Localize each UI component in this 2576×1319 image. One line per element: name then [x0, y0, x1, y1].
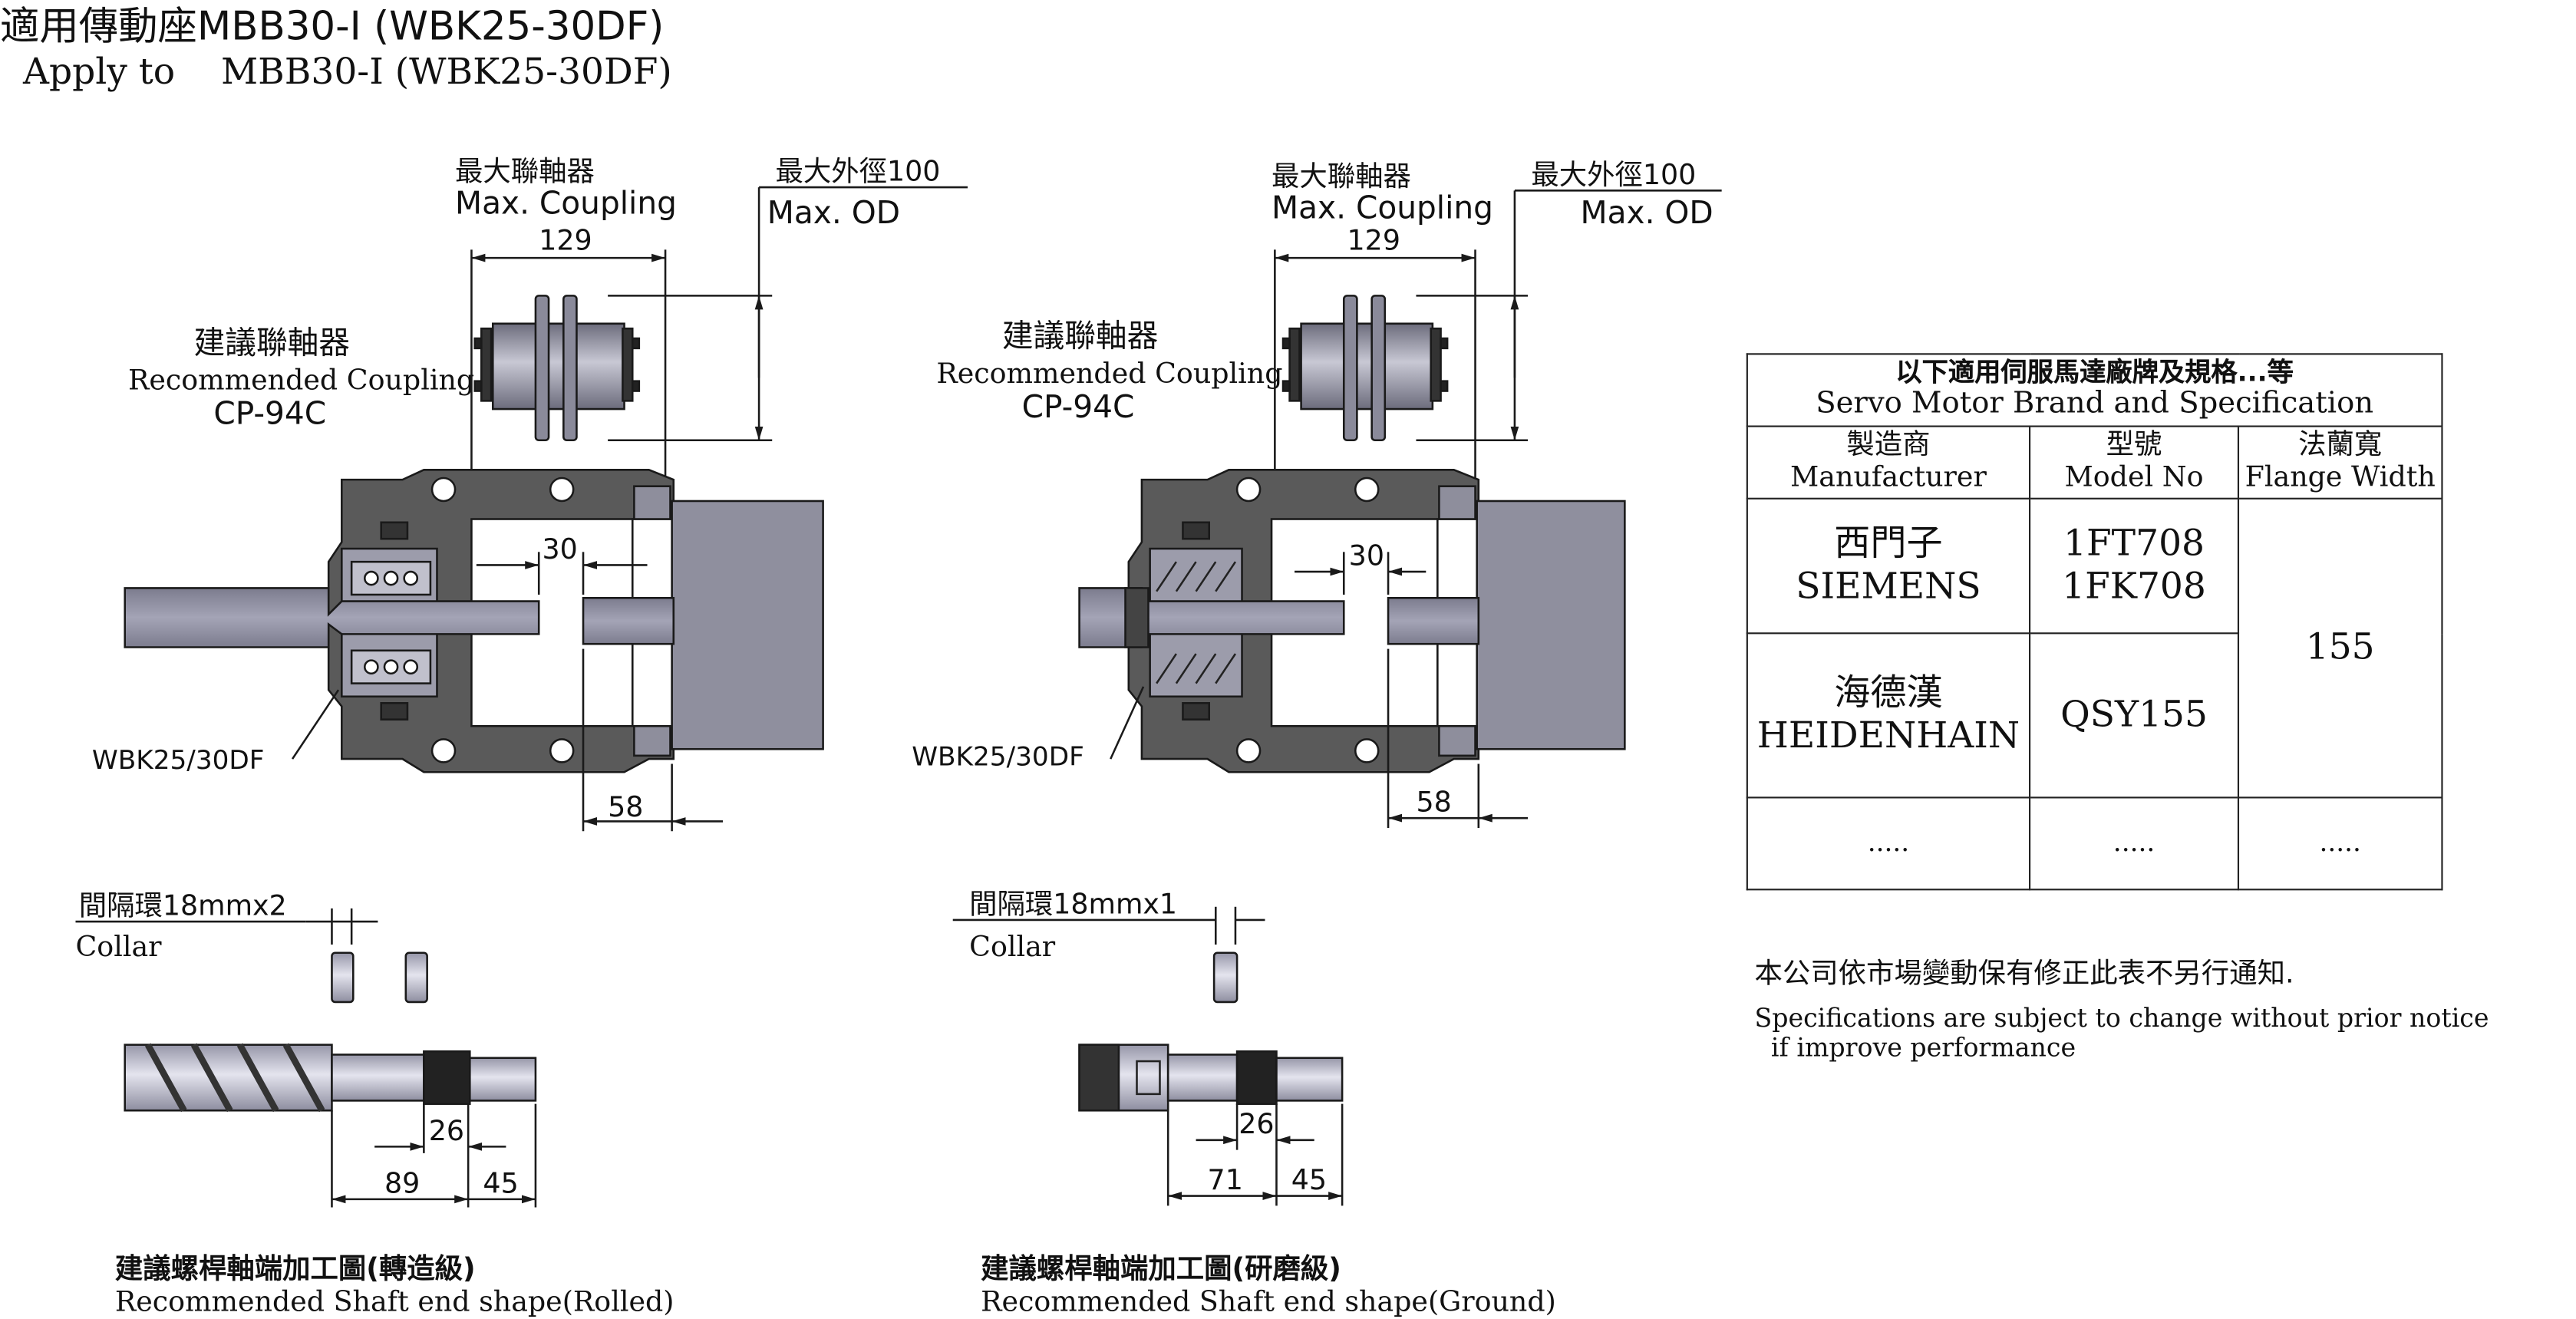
servo-motor-spec-table: 以下適用伺服馬達廠牌及規格...等 Servo Motor Brand and …: [1746, 353, 2443, 891]
shaft-caption-en: Recommended Shaft end shape(Rolled): [115, 1284, 675, 1317]
dim-shaft-b-value: 45: [1291, 1163, 1327, 1196]
notice-en: Specifications are subject to change wit…: [1754, 1004, 2489, 1063]
maker-zh: 西門子: [1834, 524, 1943, 566]
max-od-label-en: Max. OD: [767, 194, 900, 231]
recommended-coupling-model: CP-94C: [1022, 388, 1135, 425]
collar-label-zh: 間隔環18mmx1: [969, 887, 1177, 920]
recommended-coupling-model: CP-94C: [213, 394, 326, 431]
shaft-caption-zh: 建議螺桿軸端加工圖(研磨級): [981, 1252, 1341, 1285]
collar-label-en: Collar: [969, 930, 1056, 963]
assembly-drawing-ground: 最大聯軸器 Max. Coupling 最大外徑100 Max. OD 建議聯軸…: [912, 158, 1722, 1317]
table-row: 海德漢 HEIDENHAIN QSY155: [1746, 632, 2442, 799]
dim-shaft-b-value: 45: [483, 1166, 518, 1199]
header-model-en: Model No: [2064, 460, 2204, 494]
motor-flange: [1476, 500, 1626, 750]
header-flange-en: Flange Width: [2245, 460, 2436, 494]
assembly-drawing-rolled: 最大聯軸器 Max. Coupling 最大外徑100 Max. OD 建議聯軸…: [75, 154, 968, 1317]
bearing-label: WBK25/30DF: [912, 742, 1084, 773]
table-row: 西門子 SIEMENS 1FT708 1FK708 155: [1746, 497, 2443, 799]
table-row: ..... ..... .....: [1746, 796, 2443, 891]
ellipsis-cell: .....: [2237, 796, 2443, 891]
dim-coupling-value: 129: [539, 223, 592, 256]
flange-width-value: 155: [2305, 627, 2375, 669]
max-coupling-label-zh: 最大聯軸器: [455, 154, 595, 187]
notice-en-line-2: if improve performance: [1770, 1033, 2076, 1063]
header-manufacturer-en: Manufacturer: [1790, 460, 1987, 494]
bearing-leader: [1110, 686, 1145, 760]
model-cell: QSY155: [2029, 632, 2240, 799]
maker-en: HEIDENHAIN: [1756, 715, 2020, 757]
max-od-label-zh: 最大外徑100: [776, 154, 941, 187]
dim-gap-value: 30: [542, 533, 577, 566]
model-value: QSY155: [2060, 694, 2208, 736]
bearing-leader: [292, 689, 340, 760]
maker-cell: 海德漢 HEIDENHAIN: [1746, 632, 2031, 799]
recommended-coupling-label-zh: 建議聯軸器: [194, 324, 350, 361]
header-manufacturer-zh: 製造商: [1846, 428, 1931, 462]
shaft-caption-zh: 建議螺桿軸端加工圖(轉造級): [115, 1252, 476, 1285]
collar: [1212, 951, 1239, 1004]
shaft-end-ground: [1078, 1044, 1344, 1112]
collar-label-zh: 間隔環18mmx2: [79, 889, 287, 922]
header-cell-manufacturer: 製造商 Manufacturer: [1746, 425, 2031, 500]
max-coupling-label-en: Max. Coupling: [1272, 190, 1493, 226]
max-coupling-label-en: Max. Coupling: [455, 184, 677, 221]
notice: 本公司依市場變動保有修正此表不另行通知. Specifications are …: [1754, 949, 2489, 1063]
header-cell-model: 型號 Model No: [2029, 425, 2240, 500]
table-header-row: 製造商 Manufacturer 型號 Model No 法蘭寬 Flange …: [1746, 425, 2443, 500]
collar: [331, 951, 355, 1004]
recommended-coupling-label-en: Recommended Coupling: [936, 357, 1282, 390]
max-coupling-label-zh: 最大聯軸器: [1272, 160, 1411, 193]
ellipsis-cell: .....: [2029, 796, 2240, 891]
model-cell: 1FT708 1FK708: [2029, 497, 2240, 635]
motor-shaft: [582, 597, 675, 645]
dim-flange-value: 58: [1416, 786, 1451, 819]
dim-coupling-value: 129: [1347, 223, 1400, 256]
maker-en: SIEMENS: [1796, 566, 1981, 608]
motor-flange: [671, 500, 824, 750]
collar-label-en: Collar: [75, 930, 162, 963]
ellipsis: .....: [2319, 826, 2361, 859]
recommended-coupling-label-en: Recommended Coupling: [128, 363, 474, 396]
shaft-end-rolled: [124, 1043, 537, 1113]
table-title-zh: 以下適用伺服馬達廠牌及規格...等: [1895, 356, 2294, 388]
coupling: [1281, 295, 1449, 442]
model-value: 1FK708: [2062, 566, 2206, 608]
dim-shaft-a-value: 89: [384, 1166, 420, 1199]
model-value: 1FT708: [2063, 524, 2205, 566]
dim-thread-value: 26: [429, 1114, 464, 1147]
header-flange-zh: 法蘭寬: [2298, 428, 2383, 462]
max-od-label-zh: 最大外徑100: [1531, 158, 1696, 191]
notice-en-line-1: Specifications are subject to change wit…: [1754, 1004, 2489, 1034]
flange-width-cell: 155: [2237, 497, 2443, 799]
header-cell-flange: 法蘭寬 Flange Width: [2237, 425, 2443, 500]
dim-flange-value: 58: [608, 790, 643, 823]
dim-thread-value: 26: [1239, 1107, 1274, 1140]
notice-zh: 本公司依市場變動保有修正此表不另行通知.: [1754, 958, 2294, 991]
table-title: 以下適用伺服馬達廠牌及規格...等 Servo Motor Brand and …: [1746, 353, 2443, 427]
ellipsis-cell: .....: [1746, 796, 2031, 891]
table-title-en: Servo Motor Brand and Specification: [1816, 386, 2374, 421]
ellipsis: .....: [2113, 826, 2155, 859]
motor-shaft: [1387, 597, 1480, 645]
screw-thread: [1124, 587, 1149, 648]
dim-gap-value: 30: [1349, 539, 1384, 572]
ellipsis: .....: [1867, 826, 1910, 859]
dim-shaft-a-value: 71: [1208, 1163, 1243, 1196]
maker-zh: 海德漢: [1834, 674, 1943, 715]
bearing-label: WBK25/30DF: [92, 745, 265, 776]
maker-cell: 西門子 SIEMENS: [1746, 497, 2031, 635]
recommended-coupling-label-zh: 建議聯軸器: [1002, 318, 1158, 354]
collar: [404, 951, 428, 1004]
page-title: 適用傳動座MBB30-I (WBK25-30DF): [0, 3, 664, 49]
header-model-zh: 型號: [2106, 428, 2162, 462]
shaft-caption-en: Recommended Shaft end shape(Ground): [981, 1284, 1556, 1317]
page-subtitle: Apply to MBB30-I (WBK25-30DF): [22, 51, 672, 93]
ball-screw-shaft: [124, 587, 540, 648]
coupling: [473, 295, 641, 442]
max-od-label-en: Max. OD: [1581, 194, 1713, 231]
